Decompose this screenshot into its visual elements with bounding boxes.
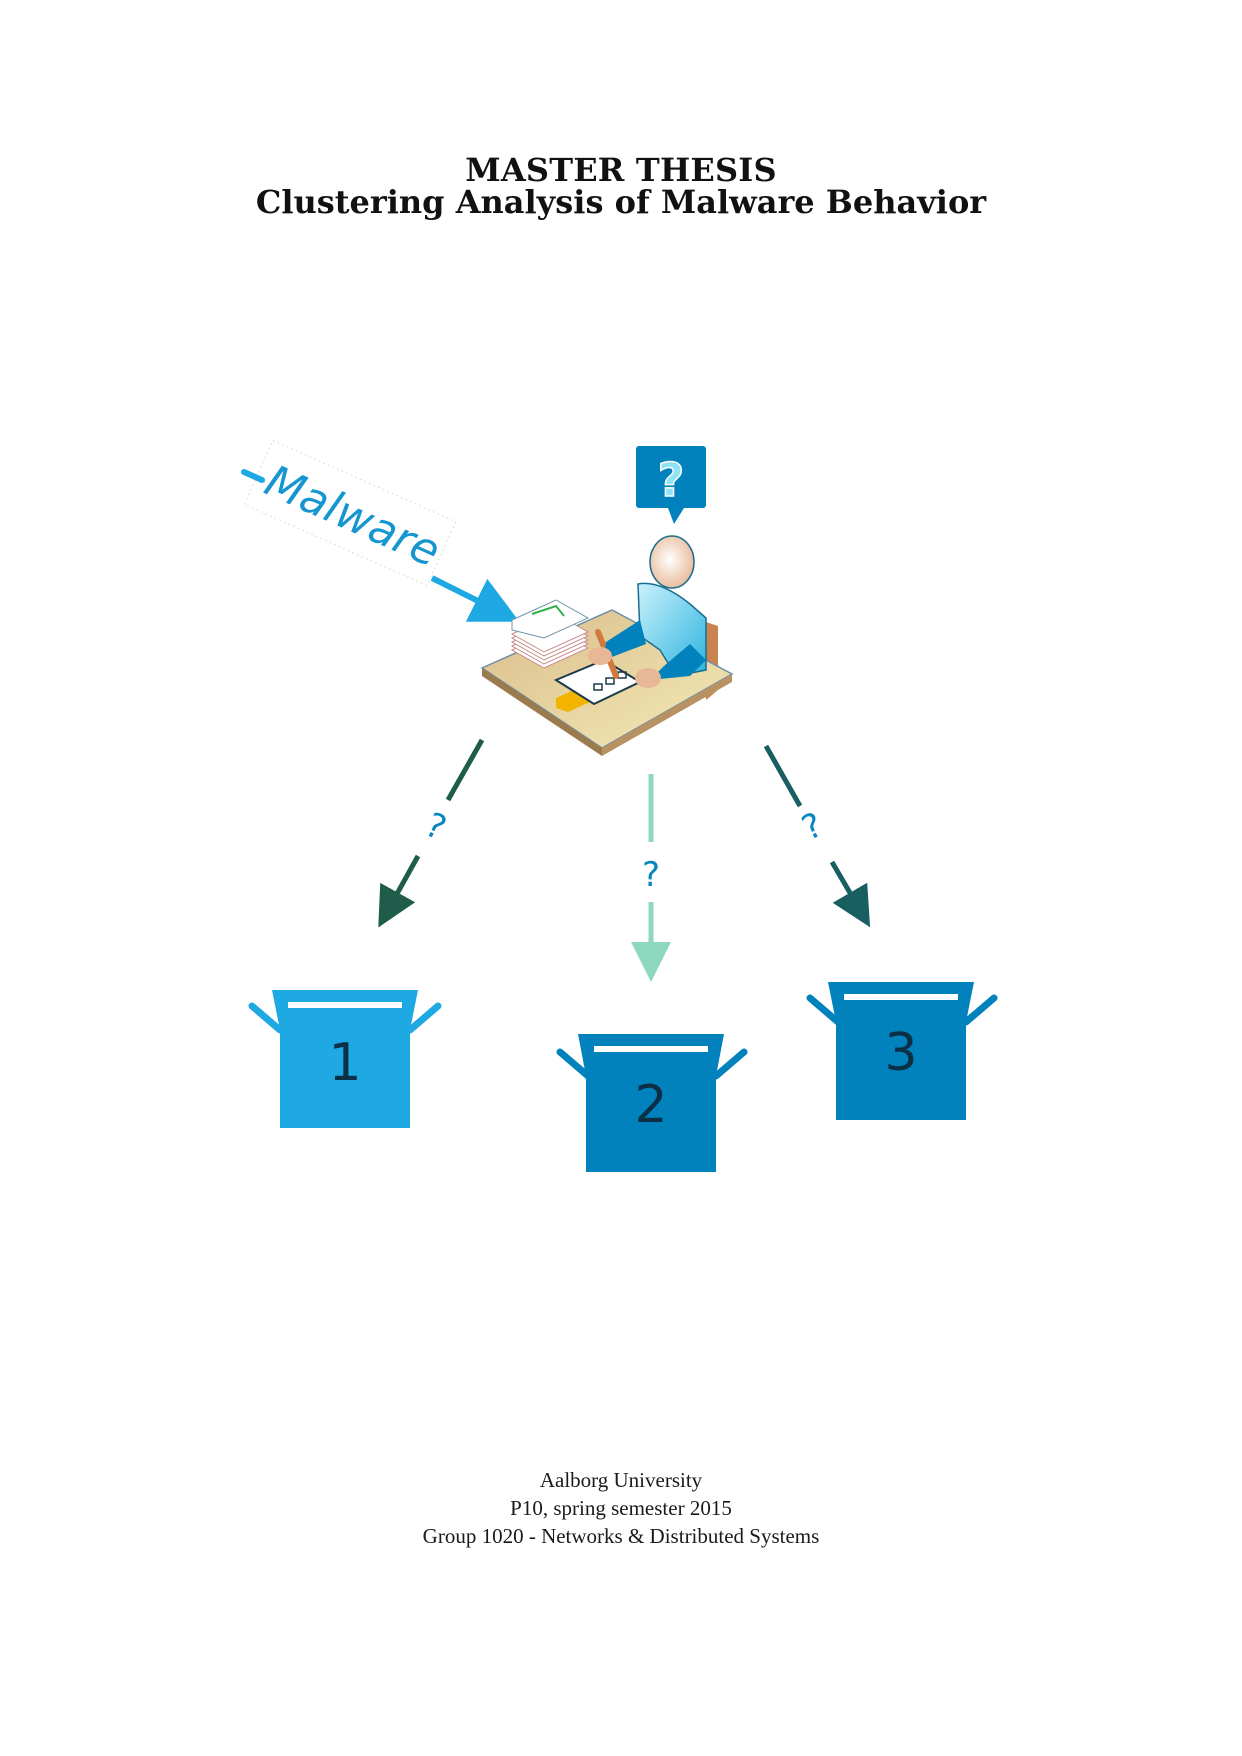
paper-stack-icon xyxy=(510,599,590,669)
footer-block: Aalborg University P10, spring semester … xyxy=(0,1466,1242,1550)
malware-label: Malware xyxy=(258,455,448,577)
title-line-2: Clustering Analysis of Malware Behavior xyxy=(255,183,987,221)
arrow-label-1: ? xyxy=(419,805,452,849)
bin-3-icon: 3 xyxy=(806,982,998,1120)
footer-university: Aalborg University xyxy=(539,1468,703,1492)
title-line-1: MASTER THESIS xyxy=(465,151,777,189)
malware-arrow: Malware xyxy=(241,439,520,622)
arrow-to-bin-3: ? xyxy=(763,744,871,928)
arrow-to-bin-1: ? xyxy=(378,738,485,928)
bin-3-number: 3 xyxy=(884,1023,917,1083)
arrow-to-bin-2: ? xyxy=(631,774,671,982)
footer-semester: P10, spring semester 2015 xyxy=(510,1496,732,1520)
person-at-desk-icon xyxy=(480,535,734,756)
bin-1-icon: 1 xyxy=(248,990,442,1128)
bin-2-icon: 2 xyxy=(556,1034,748,1172)
bin-1-number: 1 xyxy=(328,1033,361,1093)
footer-group: Group 1020 - Networks & Distributed Syst… xyxy=(422,1524,820,1548)
bin-2-number: 2 xyxy=(634,1075,667,1135)
speech-bubble-symbol: ? xyxy=(658,453,685,507)
title-block: MASTER THESIS Clustering Analysis of Mal… xyxy=(0,154,1242,218)
arrow-label-3: ? xyxy=(796,805,829,849)
speech-bubble-icon: ? xyxy=(636,446,706,524)
arrow-label-2: ? xyxy=(642,855,660,895)
